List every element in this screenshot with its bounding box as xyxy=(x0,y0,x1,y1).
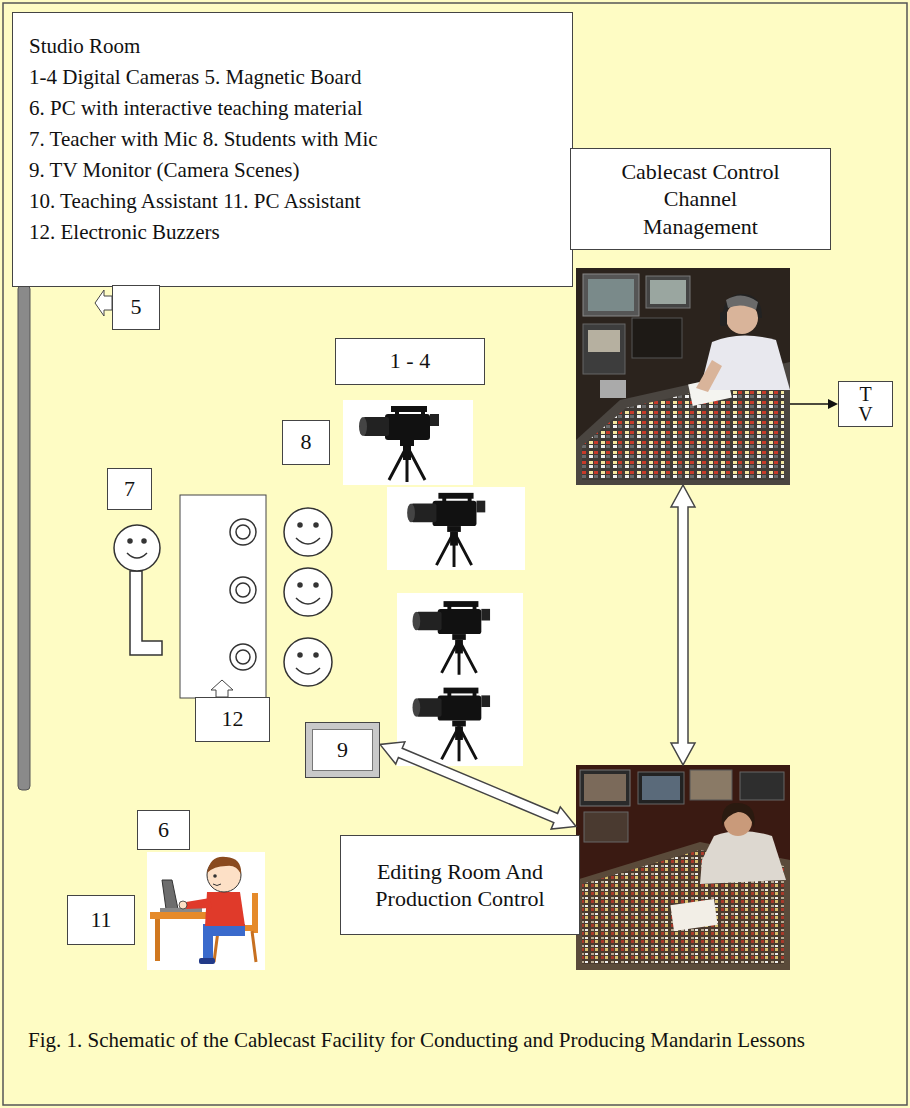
callout-box: 5 xyxy=(112,285,160,330)
magnetic-board xyxy=(18,285,30,790)
student-faces xyxy=(284,508,332,686)
callout-arrow xyxy=(211,680,233,697)
callout-box: 1 - 4 xyxy=(335,338,485,385)
pc-assistant-figure xyxy=(147,852,265,970)
callout-number: 12 xyxy=(222,706,244,732)
legend-box: Studio Room1-4 Digital Cameras 5. Magnet… xyxy=(12,12,573,287)
teacher-figure xyxy=(114,525,162,655)
callout-number: 5 xyxy=(131,294,142,320)
tv-box: T V xyxy=(838,381,893,427)
room-label: Cablecast Control Channel Management xyxy=(611,158,790,241)
callout-box: 12 xyxy=(195,697,270,742)
digital-cameras xyxy=(343,400,525,766)
room-label: Editing Room And Production Control xyxy=(371,858,549,913)
callout-number: 9 xyxy=(312,729,373,771)
tv-label: T V xyxy=(858,384,872,424)
control-room-group: Cablecast Control Channel Management xyxy=(570,148,823,485)
connector-arrow xyxy=(380,742,576,829)
legend-line: 6. PC with interactive teaching material xyxy=(29,93,556,124)
callout-number: 1 - 4 xyxy=(390,348,430,374)
callout-number: 11 xyxy=(90,907,111,933)
callout-number: 8 xyxy=(301,429,312,455)
buzzers xyxy=(230,519,256,670)
callout-number: 7 xyxy=(124,476,135,502)
legend-line: 9. TV Monitor (Camera Scenes) xyxy=(29,155,556,186)
label-box: Cablecast Control Channel Management xyxy=(570,148,831,250)
editing-room-group: Editing Room And Production Control xyxy=(340,765,790,970)
callout-arrow xyxy=(95,290,112,316)
legend-line: 1-4 Digital Cameras 5. Magnetic Board xyxy=(29,62,556,93)
desk xyxy=(180,495,266,698)
legend-line: 7. Teacher with Mic 8. Students with Mic xyxy=(29,124,556,155)
photo-anchor xyxy=(576,765,790,970)
callout-number: 6 xyxy=(158,817,169,843)
photo-anchor xyxy=(576,268,790,485)
callout-box: 6 xyxy=(137,810,190,850)
control-room-photo xyxy=(576,268,790,485)
legend-line: 12. Electronic Buzzers xyxy=(29,217,556,248)
connector-arrow xyxy=(671,485,695,765)
callout-box: 7 xyxy=(107,468,152,510)
editing-room-photo xyxy=(576,765,790,970)
figure-caption: Fig. 1. Schematic of the Cablecast Facil… xyxy=(28,1024,818,1058)
label-box: Editing Room And Production Control xyxy=(340,835,580,935)
legend-line: 10. Teaching Assistant 11. PC Assistant xyxy=(29,186,556,217)
connector-arrow xyxy=(790,399,838,409)
callout-box: 11 xyxy=(67,895,135,945)
frame xyxy=(3,3,907,1105)
legend-line: Studio Room xyxy=(29,31,556,62)
callout-box: 8 xyxy=(282,420,330,465)
tv-monitor: 9 xyxy=(305,722,380,778)
